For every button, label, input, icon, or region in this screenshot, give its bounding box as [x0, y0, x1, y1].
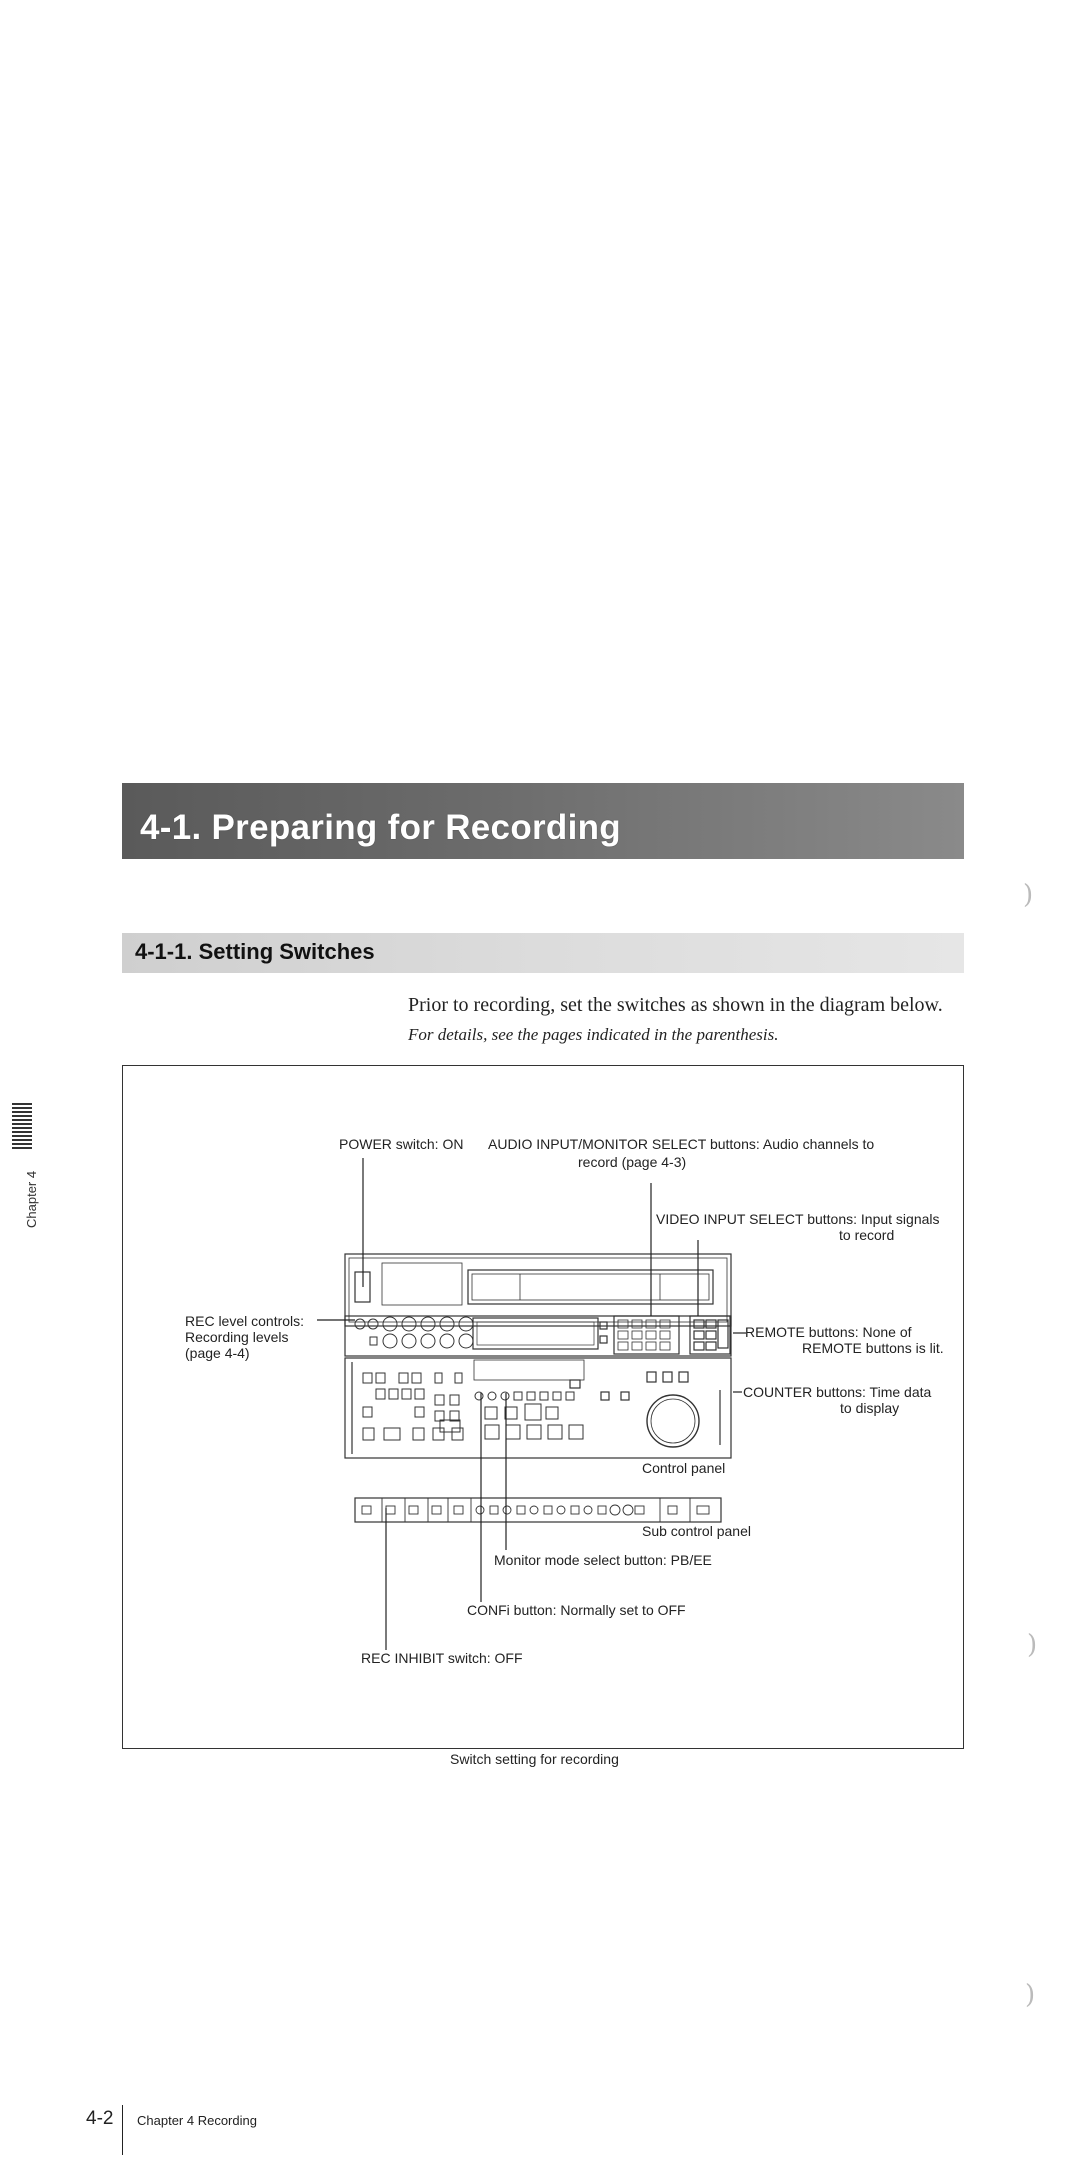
- figure-caption: Switch setting for recording: [450, 1751, 619, 1767]
- diagram-frame: [122, 1065, 964, 1749]
- section-header-bar: [122, 783, 964, 859]
- jog-dial-shape: [646, 1394, 700, 1448]
- subsection-title: 4-1-1. Setting Switches: [135, 939, 375, 964]
- label-audio-select-2: record (page 4-3): [578, 1154, 687, 1170]
- control-panel-shape: [344, 1357, 732, 1459]
- label-rec-level-2: Recording levels: [185, 1329, 289, 1345]
- footer-divider: [122, 2105, 123, 2155]
- subsection-header-bar: [122, 933, 964, 973]
- label-remote-1: REMOTE buttons: None of: [745, 1324, 912, 1340]
- page-number: 4-2: [86, 2108, 114, 2129]
- label-audio-select-1: AUDIO INPUT/MONITOR SELECT buttons: Audi…: [488, 1136, 875, 1152]
- intro-text: Prior to recording, set the switches as …: [408, 994, 943, 1016]
- label-monitor-mode: Monitor mode select button: PB/EE: [494, 1552, 712, 1568]
- margin-mark: ): [1027, 1630, 1038, 1660]
- label-confi-button: CONFi button: Normally set to OFF: [467, 1602, 686, 1618]
- label-sub-control-panel: Sub control panel: [642, 1523, 751, 1539]
- label-video-select-1: VIDEO INPUT SELECT buttons: Input signal…: [656, 1211, 940, 1227]
- label-remote-2: REMOTE buttons is lit.: [802, 1340, 944, 1356]
- label-control-panel: Control panel: [642, 1460, 726, 1476]
- margin-mark: ): [1025, 1980, 1036, 2010]
- label-rec-level-1: REC level controls:: [185, 1313, 305, 1329]
- label-power-switch: POWER switch: ON: [339, 1136, 464, 1152]
- label-video-select-2: to record: [839, 1227, 895, 1243]
- sub-control-panel-shape: [354, 1497, 722, 1523]
- section-title: 4-1. Preparing for Recording: [140, 808, 621, 847]
- label-rec-level-3: (page 4-4): [185, 1345, 250, 1361]
- footer-chapter: Chapter 4 Recording: [137, 2113, 257, 2128]
- chapter-tab-marker: [12, 1103, 32, 1151]
- label-rec-inhibit: REC INHIBIT switch: OFF: [361, 1650, 523, 1666]
- intro-note: For details, see the pages indicated in …: [408, 1025, 779, 1044]
- margin-mark: ): [1023, 880, 1034, 910]
- upper-deck: [344, 1253, 732, 1327]
- label-counter-2: to display: [840, 1400, 900, 1416]
- label-counter-1: COUNTER buttons: Time data: [743, 1384, 932, 1400]
